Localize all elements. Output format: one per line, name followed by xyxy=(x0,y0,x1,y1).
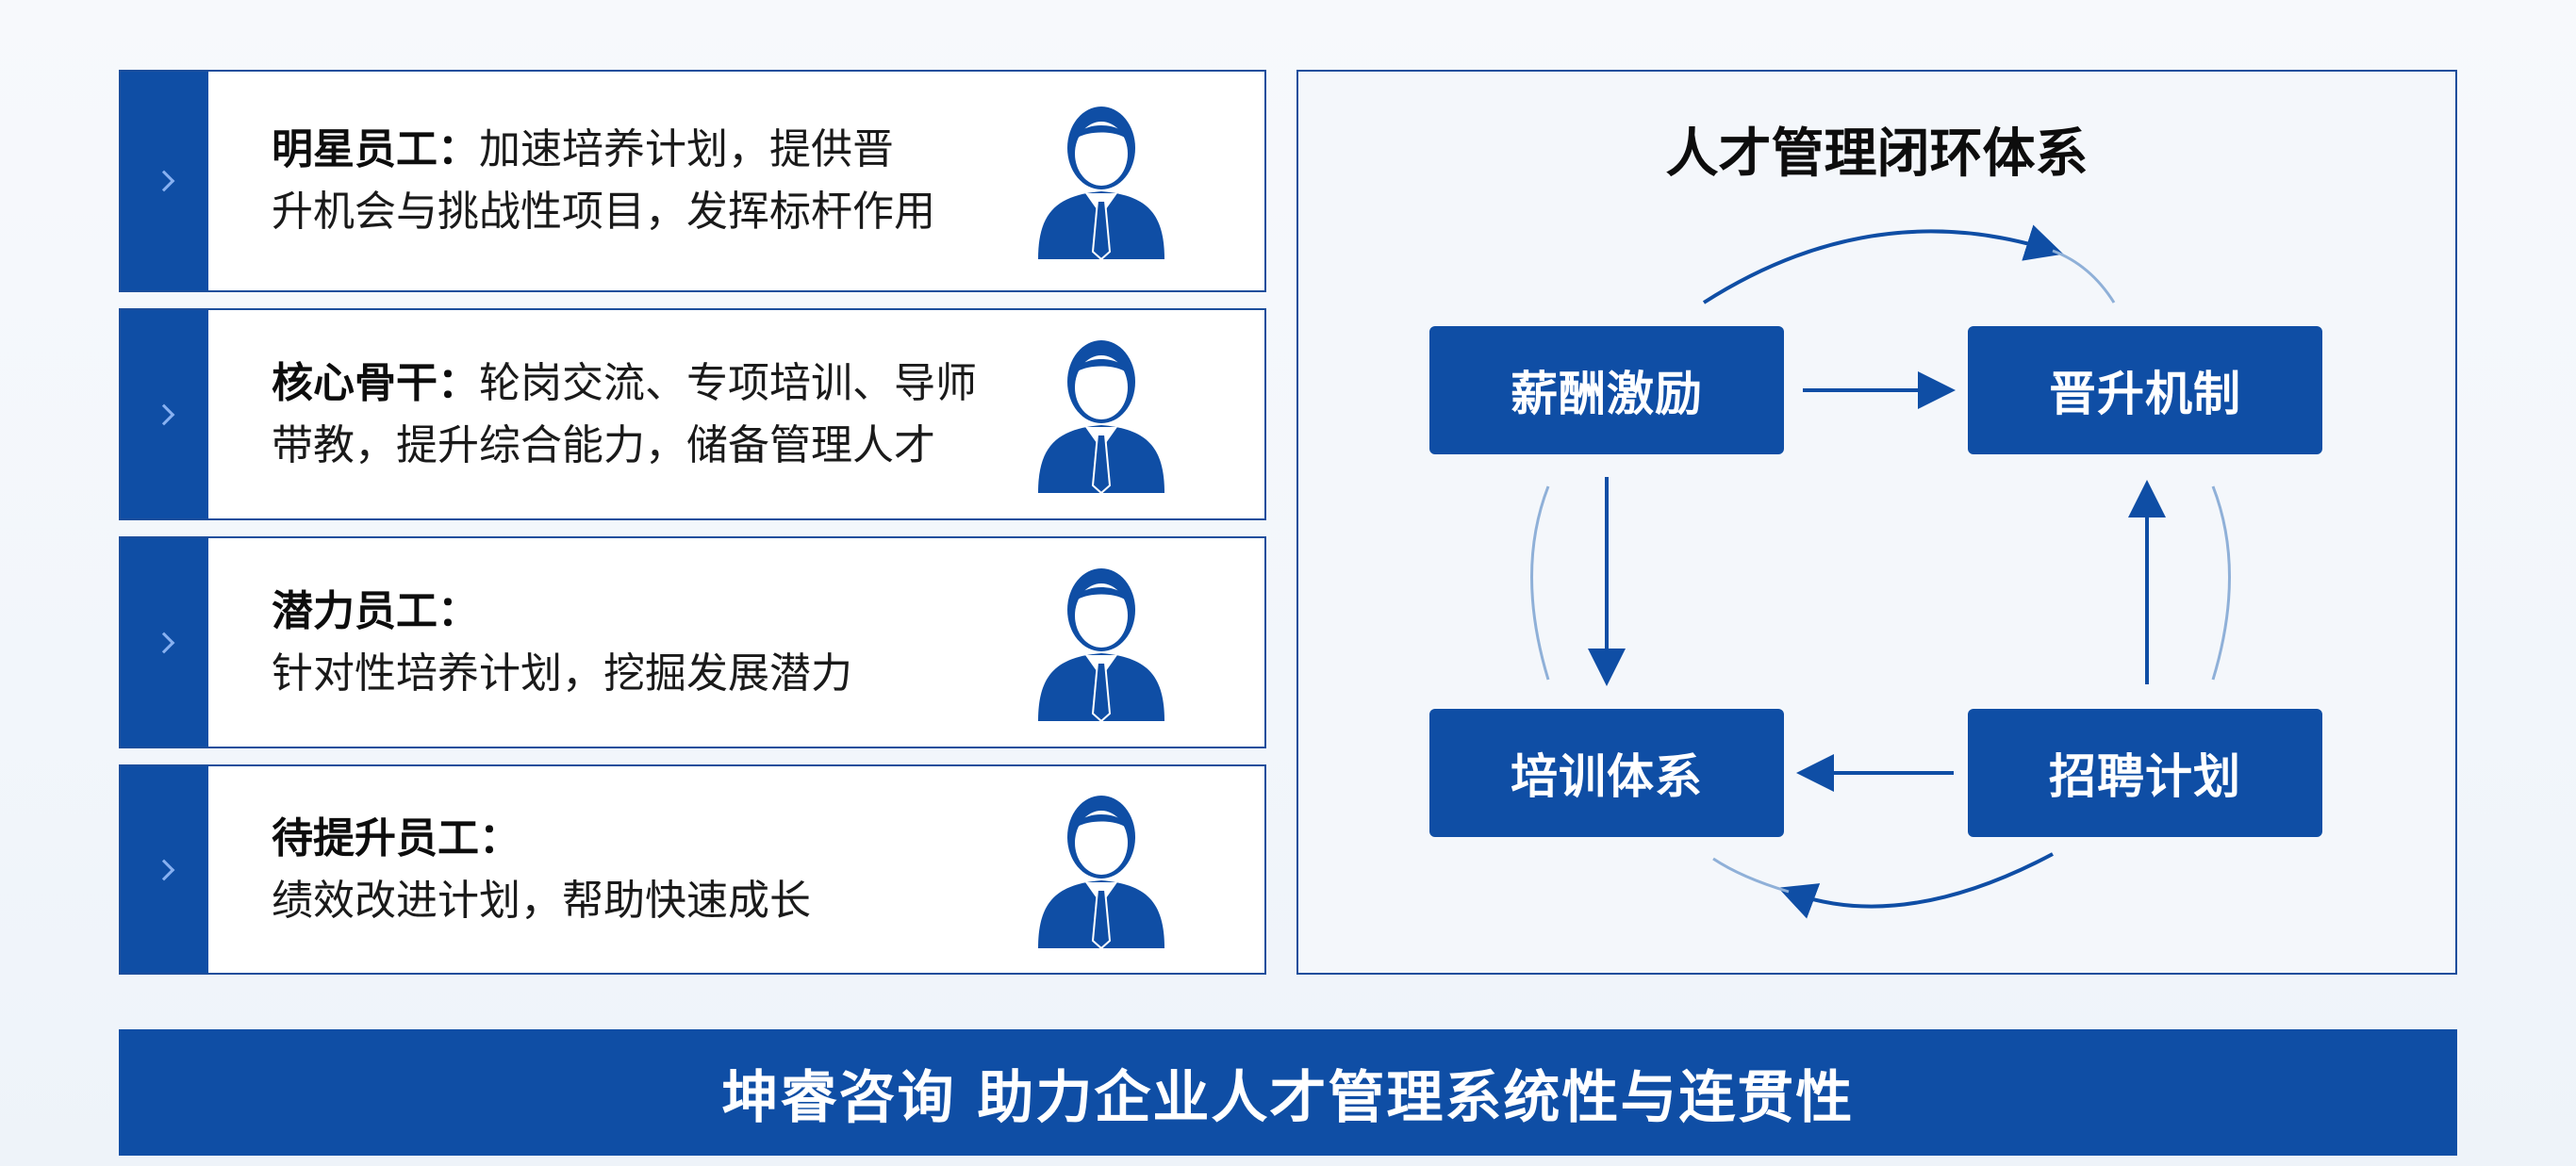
card-title: 待提升员工： xyxy=(272,813,520,862)
businessman-icon xyxy=(1038,107,1164,261)
businessman-icon xyxy=(1038,795,1164,949)
card-desc-line1: 轮岗交流、专项培训、导师 xyxy=(479,358,977,407)
businessman-icon xyxy=(1038,339,1164,494)
banner-text: 坤睿咨询 助力企业人才管理系统性与连贯性 xyxy=(721,1064,1855,1131)
node-promotion: 晋升机制 xyxy=(1968,326,2322,454)
card-text: 潜力员工： 针对性培养计划，挖掘发展潜力 xyxy=(272,581,982,705)
talent-card-core: 核心骨干：轮岗交流、专项培训、导师 带教，提升综合能力，储备管理人才 xyxy=(119,308,1266,520)
card-stripe xyxy=(121,766,208,973)
card-stripe xyxy=(121,310,208,518)
arc-bottom-tail xyxy=(1712,857,1790,894)
card-title: 核心骨干： xyxy=(272,358,479,407)
node-salary: 薪酬激励 xyxy=(1429,326,1784,454)
card-text: 明星员工：加速培养计划，提供晋 升机会与挑战性项目，发挥标杆作用 xyxy=(272,119,982,243)
talent-card-star: 明星员工：加速培养计划，提供晋 升机会与挑战性项目，发挥标杆作用 xyxy=(119,70,1266,292)
card-title: 明星员工： xyxy=(272,125,479,173)
card-stripe xyxy=(121,538,208,747)
card-desc-line2: 针对性培养计划，挖掘发展潜力 xyxy=(272,649,852,698)
slogan-banner: 坤睿咨询 助力企业人才管理系统性与连贯性 xyxy=(119,1029,2457,1156)
card-text: 核心骨干：轮岗交流、专项培训、导师 带教，提升综合能力，储备管理人才 xyxy=(272,353,982,477)
card-text: 待提升员工： 绩效改进计划，帮助快速成长 xyxy=(272,808,982,932)
arc-top xyxy=(1702,224,2064,304)
arc-left xyxy=(1530,485,1550,681)
card-desc-line2: 绩效改进计划，帮助快速成长 xyxy=(272,876,811,925)
talent-card-potential: 潜力员工： 针对性培养计划，挖掘发展潜力 xyxy=(119,536,1266,748)
arc-bottom xyxy=(1777,852,2054,919)
businessman-icon xyxy=(1038,567,1164,722)
card-desc-line2: 带教，提升综合能力，储备管理人才 xyxy=(272,420,935,469)
node-recruiting: 招聘计划 xyxy=(1968,709,2322,837)
arc-right xyxy=(2211,485,2231,681)
card-title: 潜力员工： xyxy=(272,586,479,635)
arc-top-tail xyxy=(2052,249,2116,304)
talent-card-improve: 待提升员工： 绩效改进计划，帮助快速成长 xyxy=(119,764,1266,975)
cycle-flows xyxy=(1530,224,2231,919)
node-training: 培训体系 xyxy=(1429,709,1784,837)
card-stripe xyxy=(121,72,208,290)
talent-cycle-panel: 人才管理闭环体系 薪酬激励 晋升机制 培训体系 招聘计划 xyxy=(1296,70,2457,975)
cycle-title: 人才管理闭环体系 xyxy=(1665,123,2089,185)
card-desc-line2: 升机会与挑战性项目，发挥标杆作用 xyxy=(272,188,935,236)
card-desc-line1: 加速培养计划，提供晋 xyxy=(479,125,894,173)
